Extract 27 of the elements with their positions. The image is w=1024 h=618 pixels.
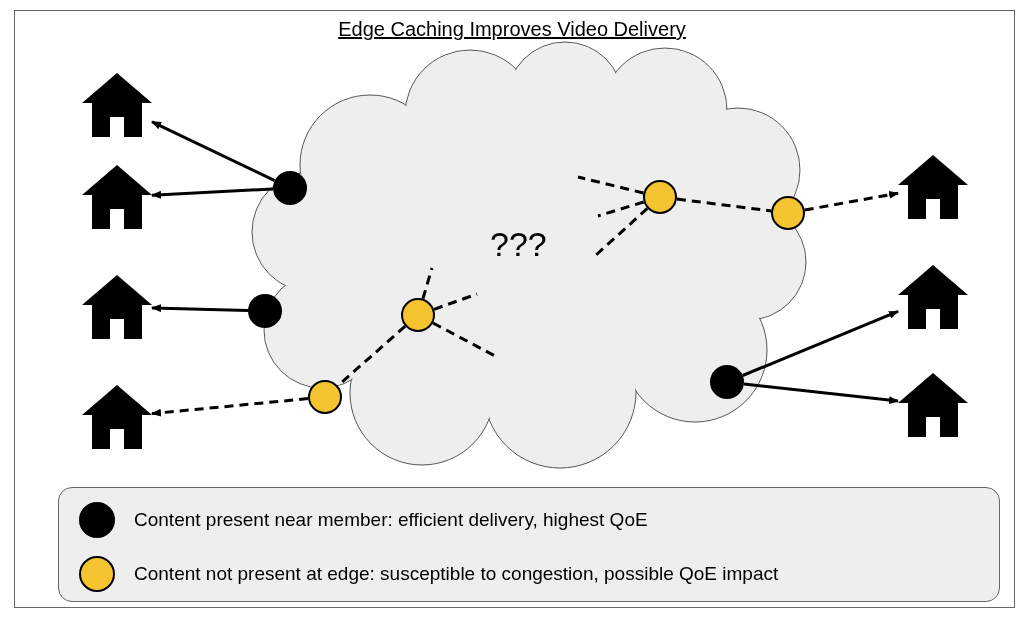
house-icon [898, 373, 968, 437]
connector-line [421, 267, 434, 300]
connector-line [676, 197, 772, 213]
connector-line [597, 200, 645, 218]
arrow [743, 382, 899, 405]
arrow [151, 397, 309, 417]
connector-line [433, 292, 478, 311]
arrow [151, 304, 249, 313]
legend-text: Content present near member: efficient delivery, highest QoE [134, 509, 648, 531]
house-icon [82, 165, 152, 229]
cache-circle [248, 294, 282, 328]
house-icon [82, 385, 152, 449]
house-icon [898, 265, 968, 329]
cloud-label: ??? [490, 225, 547, 264]
house-icon [82, 73, 152, 137]
house-icon [898, 155, 968, 219]
arrow [804, 190, 899, 212]
house-icon [82, 275, 152, 339]
node-circle [308, 380, 342, 414]
arrow [151, 120, 276, 182]
legend-text: Content not present at edge: susceptible to congestion, possible QoE impact [134, 563, 779, 585]
connector-line [577, 175, 644, 195]
node-circle [771, 196, 805, 230]
diagram-title: Edge Caching Improves Video Delivery [338, 18, 686, 40]
arrow [151, 187, 274, 199]
arrow [742, 310, 899, 377]
connector-line [595, 207, 649, 257]
